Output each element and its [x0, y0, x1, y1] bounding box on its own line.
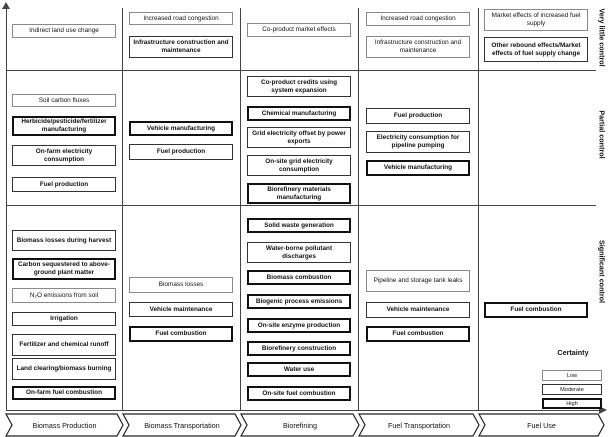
br-onsite-grid-box: On-site grid electricity consumption: [247, 155, 351, 176]
control-divider-2: [6, 205, 596, 206]
bp-biomass-losses-box: Biomass losses during harvest: [12, 230, 116, 251]
br-biogenic-box: Biogenic process emissions: [247, 294, 351, 309]
bp-land-clearing-box: Land clearing/biomass burning: [12, 358, 116, 380]
chevron-biomass-production: [4, 413, 124, 437]
legend-low: Low: [542, 370, 602, 381]
chevron-biomass-transportation: [121, 413, 242, 437]
column-divider-2: [240, 8, 241, 411]
stage-biomass-transportation: Biomass Transportation: [144, 420, 220, 430]
bt-road-congestion-box: Increased road congestion: [129, 12, 233, 25]
control-divider-1: [6, 70, 596, 71]
ft-infrastructure-box: Infrastructure construction and maintena…: [366, 36, 470, 58]
fu-market-effects-box: Market effects of increased fuel supply: [484, 9, 588, 31]
br-biomass-combustion-box: Biomass combustion: [247, 270, 351, 285]
br-enzyme-box: On-site enzyme production: [247, 318, 351, 333]
bt-fuel-production-box: Fuel production: [129, 144, 233, 160]
chevron-fuel-use: [477, 413, 605, 437]
ft-fuel-combustion-box: Fuel combustion: [366, 326, 470, 342]
control-axis-arrowhead: [2, 2, 10, 9]
stage-biomass-production: Biomass Production: [32, 420, 97, 430]
bp-fuel-production-box: Fuel production: [12, 177, 116, 192]
bp-irrigation-box: Irrigation: [12, 312, 116, 326]
fu-fuel-combustion-box: Fuel combustion: [484, 302, 588, 318]
ft-road-congestion-box: Increased road congestion: [366, 12, 470, 26]
br-materials-manufacturing-box: Biorefinery materials manufacturing: [247, 183, 351, 204]
br-grid-offset-box: Grid electricity offset by power exports: [247, 127, 351, 148]
br-coproduct-market-box: Co-product market effects: [247, 23, 351, 37]
certainty-legend: Certainty Low Moderate High: [538, 348, 608, 411]
chevron-fuel-transportation: [357, 413, 480, 437]
bt-vehicle-maintenance-box: Vehicle maintenance: [129, 302, 233, 317]
bp-carbon-sequestered-box: Carbon sequestered to above-ground plant…: [12, 258, 116, 280]
ft-vehicle-maintenance-box: Vehicle maintenance: [366, 302, 470, 318]
bp-onfarm-fuel-box: On-farm fuel combustion: [12, 386, 116, 400]
ft-fuel-production-box: Fuel production: [366, 108, 470, 124]
ft-vehicle-manufacturing-box: Vehicle manufacturing: [366, 160, 470, 176]
fu-rebound-box: Other rebound effects/Market effects of …: [484, 37, 588, 62]
legend-moderate: Moderate: [542, 384, 602, 395]
stage-axis-line: [6, 410, 602, 411]
bp-soil-carbon-box: Soil carbon fluxes: [12, 94, 116, 107]
stage-fuel-use: Fuel Use: [527, 420, 556, 430]
stage-biorefining: Biorefining: [283, 420, 317, 430]
bp-n2o-box: N₂O emissions from soil: [12, 288, 116, 303]
bt-fuel-combustion-box: Fuel combustion: [129, 326, 233, 342]
bt-vehicle-manufacturing-box: Vehicle manufacturing: [129, 121, 233, 136]
br-solid-waste-box: Solid waste generation: [247, 218, 351, 233]
bt-infrastructure-box: Infrastructure construction and maintena…: [129, 36, 233, 58]
br-water-pollutant-box: Water-borne pollutant discharges: [247, 242, 351, 263]
chevron-biorefining: [239, 413, 360, 437]
control-axis-line: [6, 6, 7, 411]
bp-herbicide-box: Herbicide/pesticide/fertilizer manufactu…: [12, 116, 116, 136]
ft-pipeline-leaks-box: Pipeline and storage tank leaks: [366, 270, 470, 292]
br-coproduct-credits-box: Co-product credits using system expansio…: [247, 76, 351, 97]
bp-fertilizer-runoff-box: Fertilizer and chemical runoff: [12, 334, 116, 356]
bp-onfarm-elec-box: On-farm electricity consumption: [12, 145, 116, 166]
bp-indirect-land-use-box: Indirect land use change: [12, 24, 116, 38]
column-divider-1: [122, 8, 123, 411]
column-divider-4: [478, 8, 479, 411]
br-chemical-manufacturing-box: Chemical manufacturing: [247, 106, 351, 121]
br-water-use-box: Water use: [247, 362, 351, 377]
ft-elec-pumping-box: Electricity consumption for pipeline pum…: [366, 131, 470, 153]
stage-fuel-transportation: Fuel Transportation: [388, 420, 450, 430]
legend-title: Certainty: [557, 348, 589, 357]
br-onsite-fuel-box: On-site fuel combustion: [247, 386, 351, 401]
column-divider-3: [358, 8, 359, 411]
br-construction-box: Biorefinery construction: [247, 341, 351, 356]
legend-high: High: [542, 398, 602, 409]
bt-biomass-losses-box: Biomass losses: [129, 277, 233, 293]
